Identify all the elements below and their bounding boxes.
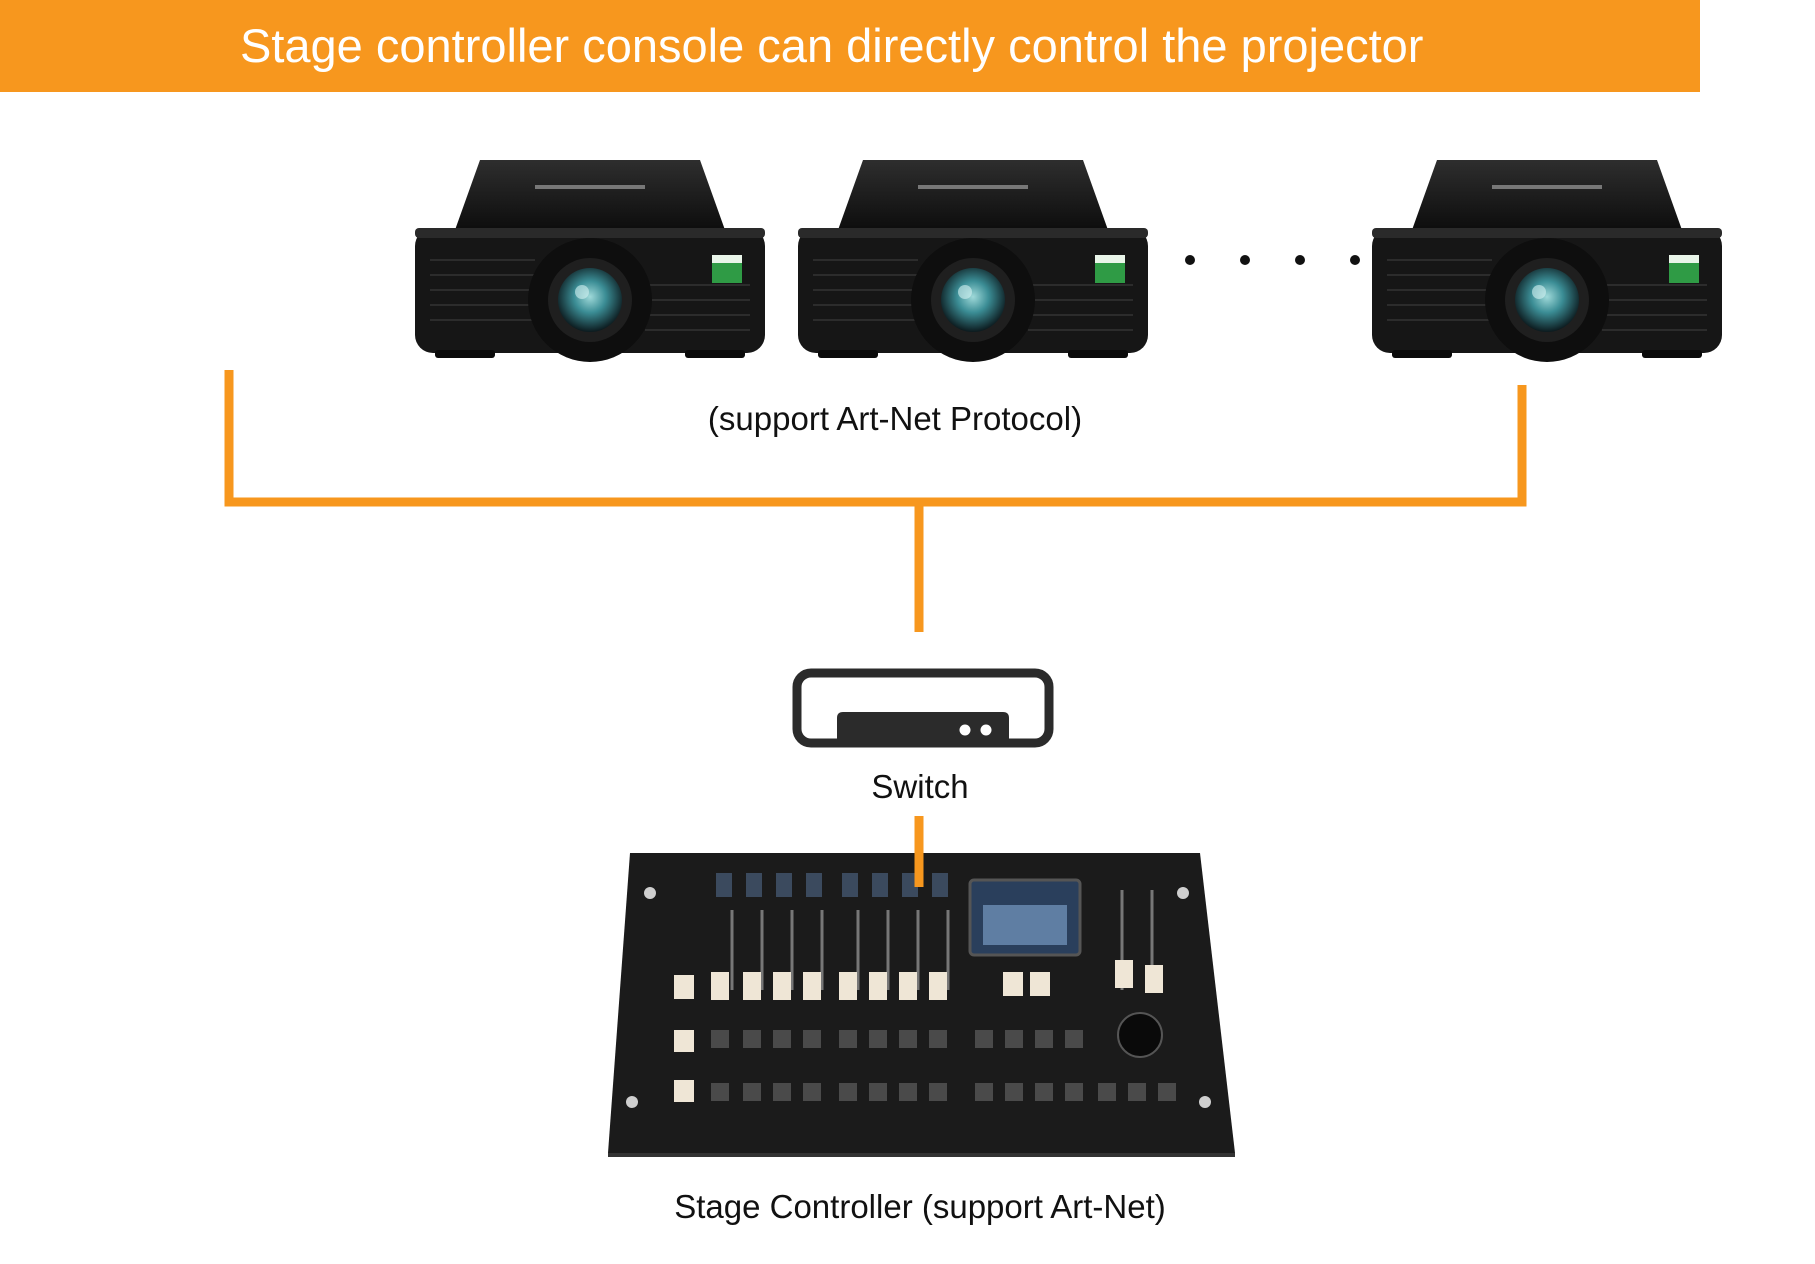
projector-caption: (support Art-Net Protocol) bbox=[707, 400, 1083, 437]
controller-label: Stage Controller (support Art-Net) bbox=[674, 1188, 1166, 1225]
projector-1-icon bbox=[414, 159, 766, 363]
network-cabling bbox=[224, 370, 1527, 632]
network-switch-icon bbox=[792, 668, 1054, 748]
switch-label: Switch bbox=[871, 768, 969, 805]
banner-title: Stage controller console can directly co… bbox=[240, 19, 1424, 72]
dmx-console-icon bbox=[608, 853, 1235, 1157]
title-banner: Stage controller console can directly co… bbox=[0, 0, 1700, 92]
projector-2-icon bbox=[797, 159, 1149, 363]
projector-3-icon bbox=[1371, 159, 1723, 363]
ellipsis-dots-icon bbox=[1185, 255, 1360, 265]
